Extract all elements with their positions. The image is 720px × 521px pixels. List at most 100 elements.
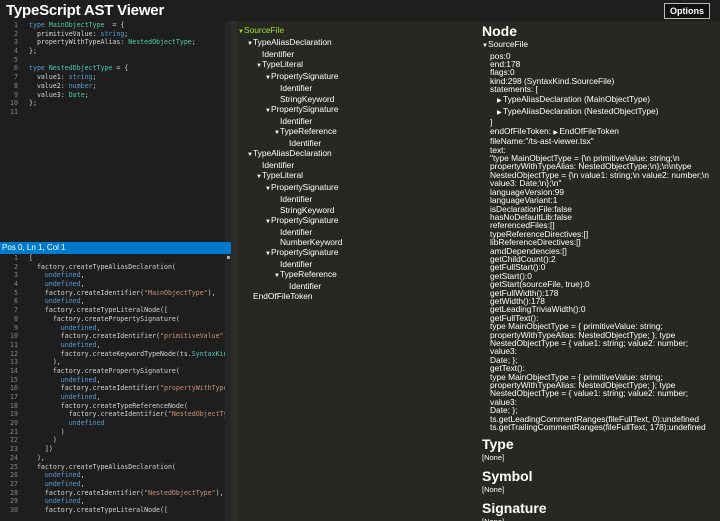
tree-node[interactable]: Identifier [237,281,478,291]
column-splitter-left[interactable] [231,21,237,521]
tree-node[interactable]: ▼TypeAliasDeclaration [237,148,478,160]
line-number: 6 [14,297,18,306]
code-line[interactable]: 11 [0,108,231,117]
factory-editor-scrollbar[interactable] [225,254,231,521]
tree-node[interactable]: Identifier [237,83,478,93]
eof-token-link[interactable]: ▶EndOfFileToken [553,125,619,136]
code-text: factory.createTypeLiteralNode([ [29,505,168,514]
tree-node[interactable]: EndOfFileToken [237,291,478,301]
tree-node-label: NumberKeyword [280,236,343,247]
expand-caret-icon[interactable]: ▼ [265,107,271,114]
expand-caret-icon[interactable]: ▼ [274,129,280,136]
code-line[interactable]: 14 factory.createPropertySignature( [0,367,231,376]
code-line[interactable]: 27 undefined, [0,480,231,489]
tree-node[interactable]: Identifier [237,259,478,269]
code-text: undefined, [44,479,85,488]
tree-node[interactable]: Identifier [237,49,478,59]
code-line[interactable]: 7 value1: string; [0,73,231,82]
collapse-caret-icon[interactable]: ▶ [497,110,502,117]
tree-node[interactable]: ▼PropertySignature [237,71,478,83]
code-line[interactable]: 26 undefined, [0,471,231,480]
expand-caret-icon[interactable]: ▼ [247,152,253,159]
tree-node[interactable]: Identifier [237,227,478,237]
node-root[interactable]: ▼SourceFile [482,39,716,52]
code-line[interactable]: 11 undefined, [0,341,231,350]
tree-node[interactable]: Identifier [237,138,478,148]
code-line[interactable]: 6 undefined, [0,297,231,306]
factory-code-editor[interactable]: 1[2 factory.createTypeAliasDeclaration(3… [0,254,231,521]
code-text: primitiveValue: string; [29,29,129,38]
tree-node[interactable]: ▼PropertySignature [237,215,478,227]
code-line[interactable]: 28 factory.createIdentifier("NestedObjec… [0,489,231,498]
code-line[interactable]: 8 factory.createPropertySignature( [0,315,231,324]
property-line: Date; }; [490,405,518,416]
tree-node[interactable]: NumberKeyword [237,237,478,247]
code-line[interactable]: 22 ) [0,436,231,445]
tree-node[interactable]: ▼PropertySignature [237,247,478,259]
expand-caret-icon[interactable]: ▼ [265,218,271,225]
code-line[interactable]: 17 undefined, [0,393,231,402]
tree-node[interactable]: Identifier [237,160,478,170]
expand-caret-icon[interactable]: ▼ [265,75,271,82]
tree-node[interactable]: ▼TypeLiteral [237,170,478,182]
code-line[interactable]: 30 factory.createTypeLiteralNode([ [0,506,231,515]
tree-node[interactable]: ▼SourceFile [237,25,478,37]
code-line[interactable]: 24 ), [0,454,231,463]
code-line[interactable]: 20 undefined [0,419,231,428]
line-number: 8 [14,314,18,323]
collapse-caret-icon[interactable]: ▶ [497,97,502,104]
code-line[interactable]: 12 factory.createKeywordTypeNode(ts.Synt… [0,350,231,359]
expand-caret-icon[interactable]: ▼ [247,41,253,48]
code-line[interactable]: 5 [0,56,231,65]
code-line[interactable]: 10}; [0,99,231,108]
code-line[interactable]: 25 factory.createTypeAliasDeclaration( [0,463,231,472]
tree-node[interactable]: ▼PropertySignature [237,104,478,116]
tree-node[interactable]: ▼TypeReference [237,269,478,281]
code-line[interactable]: 9 value3: Date; [0,91,231,100]
code-line[interactable]: 15 undefined, [0,376,231,385]
tree-node[interactable]: StringKeyword [237,205,478,215]
code-line[interactable]: 7 factory.createTypeLiteralNode([ [0,306,231,315]
options-button[interactable]: Options [664,2,710,19]
code-line[interactable]: 21 ) [0,428,231,437]
line-number: 7 [14,306,18,315]
code-line[interactable]: 29 undefined, [0,497,231,506]
code-line[interactable]: 16 factory.createIdentifier("propertyWit… [0,384,231,393]
code-line[interactable]: 2 factory.createTypeAliasDeclaration( [0,263,231,272]
code-line[interactable]: 18 factory.createTypeReferenceNode( [0,402,231,411]
code-line[interactable]: 4}; [0,47,231,56]
expand-caret-icon[interactable]: ▼ [265,186,271,193]
code-line[interactable]: 5 factory.createIdentifier("MainObjectTy… [0,289,231,298]
tree-node[interactable]: Identifier [237,116,478,126]
code-line[interactable]: 10 factory.createIdentifier("primitiveVa… [0,332,231,341]
code-line[interactable]: 4 undefined, [0,280,231,289]
tree-node[interactable]: Identifier [237,194,478,204]
code-line[interactable]: 9 undefined, [0,324,231,333]
statement-item[interactable]: ▶TypeAliasDeclaration (MainObjectType) [482,94,716,106]
code-line[interactable]: 3 undefined, [0,271,231,280]
expand-caret-icon[interactable]: ▼ [238,29,244,35]
expand-caret-icon[interactable]: ▼ [265,250,271,257]
line-number: 26 [10,471,18,480]
code-line[interactable]: 23 ]) [0,445,231,454]
code-line[interactable]: 3 propertyWithTypeAlias: NestedObjectTyp… [0,38,231,47]
editor-scrollbar[interactable] [225,21,231,242]
tree-node[interactable]: ▼TypeReference [237,126,478,138]
tree-node[interactable]: StringKeyword [237,94,478,104]
tree-node[interactable]: ▼TypeLiteral [237,59,478,71]
code-line[interactable]: 2 primitiveValue: string; [0,30,231,39]
expand-caret-icon[interactable]: ▼ [256,174,262,181]
expand-caret-icon[interactable]: ▼ [256,63,262,70]
code-line[interactable]: 19 factory.createIdentifier("NestedObjec… [0,410,231,419]
code-line[interactable]: 1[ [0,254,231,263]
tree-node[interactable]: ▼TypeAliasDeclaration [237,37,478,49]
code-line[interactable]: 8 value2: number; [0,82,231,91]
code-line[interactable]: 13 ), [0,358,231,367]
statement-item[interactable]: ▶TypeAliasDeclaration (NestedObjectType) [482,106,716,118]
expand-caret-icon[interactable]: ▼ [482,43,488,49]
tree-node[interactable]: ▼PropertySignature [237,182,478,194]
expand-caret-icon[interactable]: ▼ [274,273,280,280]
